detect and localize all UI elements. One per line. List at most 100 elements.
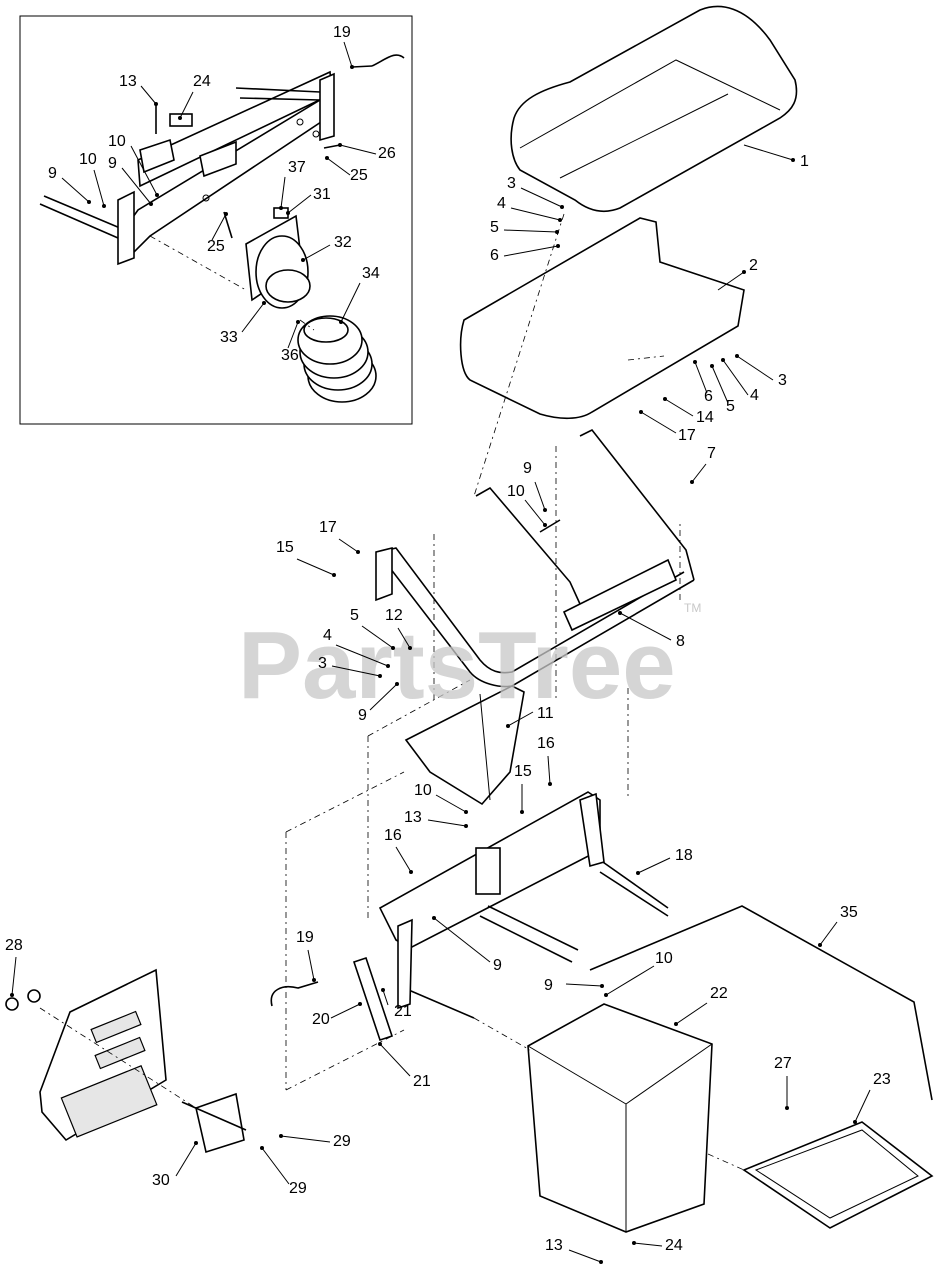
leader-line bbox=[510, 207, 561, 221]
leader-point bbox=[178, 116, 182, 120]
part-number-label: 13 bbox=[404, 809, 422, 826]
leader-point bbox=[735, 354, 739, 358]
part-number-label: 21 bbox=[394, 1003, 412, 1020]
leader-line bbox=[565, 983, 603, 987]
part-number-label: 16 bbox=[384, 827, 402, 844]
callout-c32: 32 bbox=[301, 234, 352, 262]
leader-line bbox=[379, 1043, 411, 1077]
leader-point bbox=[639, 410, 643, 414]
part-number-label: 35 bbox=[840, 904, 858, 921]
leader-line bbox=[427, 819, 467, 827]
leader-point bbox=[356, 550, 360, 554]
part-number-label: 19 bbox=[333, 24, 351, 41]
callout-c16a: 16 bbox=[537, 735, 555, 786]
leader-point bbox=[555, 230, 559, 234]
part-number-label: 7 bbox=[707, 445, 716, 462]
callout-c9c: 9 bbox=[432, 916, 502, 974]
part-number-label: 10 bbox=[507, 483, 525, 500]
part-number-label: 28 bbox=[5, 937, 23, 954]
leader-line bbox=[520, 187, 563, 208]
part-number-label: 5 bbox=[726, 398, 735, 415]
part-number-label: 30 bbox=[152, 1172, 170, 1189]
callout-c5b: 5 bbox=[710, 364, 735, 415]
part-number-label: 32 bbox=[334, 234, 352, 251]
part-number-label: 3 bbox=[778, 372, 787, 389]
callout-c8: 8 bbox=[618, 611, 685, 650]
callout-c36: 36 bbox=[281, 320, 300, 364]
part-number-label: 26 bbox=[378, 145, 396, 162]
leader-line bbox=[711, 365, 729, 404]
callout-c30: 30 bbox=[152, 1141, 198, 1189]
callout-c29a: 29 bbox=[279, 1133, 351, 1150]
part-number-label: 4 bbox=[750, 387, 759, 404]
part-number-label: 3 bbox=[507, 175, 516, 192]
part-number-label: 29 bbox=[289, 1180, 307, 1197]
leader-line bbox=[330, 1003, 361, 1019]
callout-c9e: 9 bbox=[108, 155, 153, 206]
part-number-label: 36 bbox=[281, 347, 299, 364]
callout-c3b: 3 bbox=[735, 354, 787, 389]
leader-line bbox=[280, 176, 286, 209]
callout-c13a: 13 bbox=[404, 809, 468, 828]
part-number-label: 5 bbox=[490, 219, 499, 236]
strap-35 bbox=[589, 905, 933, 1101]
callout-c4b: 4 bbox=[721, 358, 759, 404]
leader-line bbox=[819, 921, 838, 946]
leader-line bbox=[717, 271, 745, 291]
leader-point bbox=[464, 824, 468, 828]
part-number-label: 6 bbox=[704, 388, 713, 405]
leader-line bbox=[640, 411, 677, 434]
leader-line bbox=[93, 169, 105, 207]
part-number-label: 37 bbox=[288, 159, 306, 176]
leader-point bbox=[663, 397, 667, 401]
leader-line bbox=[503, 229, 558, 233]
leader-point bbox=[149, 202, 153, 206]
leader-point bbox=[506, 724, 510, 728]
part-number-label: 18 bbox=[675, 847, 693, 864]
callout-c13b: 13 bbox=[545, 1237, 603, 1264]
part-number-label: 13 bbox=[119, 73, 137, 90]
leader-point bbox=[286, 211, 290, 215]
callout-c15b: 15 bbox=[514, 763, 532, 814]
part-number-label: 9 bbox=[48, 165, 57, 182]
leader-line bbox=[61, 177, 90, 203]
leader-point bbox=[378, 1042, 382, 1046]
part-number-label: 12 bbox=[385, 607, 403, 624]
leader-point bbox=[262, 301, 266, 305]
leader-point bbox=[632, 1241, 636, 1245]
part-number-label: 27 bbox=[774, 1055, 792, 1072]
leader-line bbox=[524, 499, 546, 526]
discharge-deflector bbox=[404, 685, 525, 806]
leader-point bbox=[154, 102, 158, 106]
part-number-label: 4 bbox=[497, 195, 506, 212]
collection-bag bbox=[527, 1003, 713, 1233]
leader-point bbox=[791, 158, 795, 162]
leader-line bbox=[743, 144, 794, 161]
callout-c26: 26 bbox=[338, 143, 396, 162]
callout-c4a: 4 bbox=[497, 195, 562, 222]
leader-line bbox=[534, 481, 546, 511]
alignment-lines bbox=[39, 213, 745, 1171]
leader-point bbox=[558, 218, 562, 222]
leader-line bbox=[503, 245, 559, 257]
callout-c7: 7 bbox=[690, 445, 716, 484]
leader-line bbox=[261, 1147, 290, 1185]
part-number-label: 21 bbox=[413, 1073, 431, 1090]
callout-c9f: 9 bbox=[48, 165, 91, 204]
part-number-label: 2 bbox=[749, 257, 758, 274]
leader-point bbox=[87, 200, 91, 204]
callout-c10c: 10 bbox=[604, 950, 673, 997]
leader-point bbox=[224, 212, 228, 216]
callout-c29b: 29 bbox=[260, 1146, 307, 1197]
leader-line bbox=[435, 794, 467, 813]
leader-point bbox=[785, 1106, 789, 1110]
part-number-label: 16 bbox=[537, 735, 555, 752]
leader-point bbox=[339, 320, 343, 324]
leader-line bbox=[619, 612, 672, 641]
leader-point bbox=[618, 611, 622, 615]
leader-line bbox=[433, 917, 491, 963]
leader-line bbox=[331, 665, 381, 677]
leader-point bbox=[604, 993, 608, 997]
leader-line bbox=[568, 1249, 602, 1263]
upper-frame bbox=[375, 428, 695, 688]
